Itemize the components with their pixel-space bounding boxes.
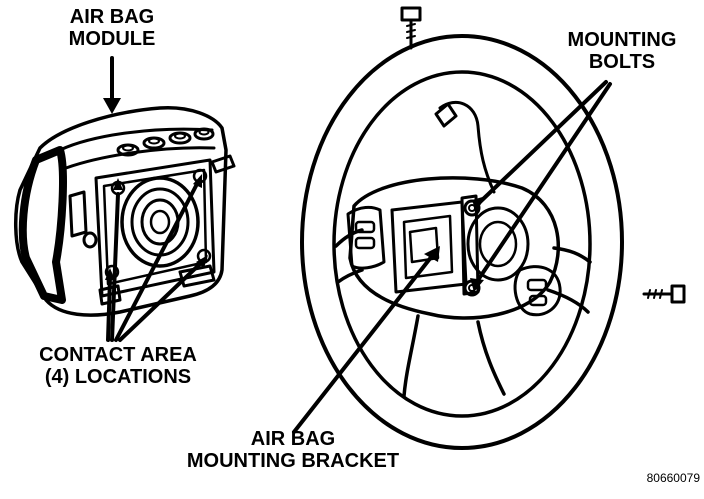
airbag-module-label-line1: AIR BAG <box>69 6 155 28</box>
airbag-mounting-bracket-label: AIR BAG MOUNTING BRACKET <box>168 428 418 473</box>
side-bolt-illustration <box>642 284 686 304</box>
airbag-mounting-bracket-label-line2: MOUNTING BRACKET <box>186 450 400 473</box>
contact-area-label: CONTACT AREA (4) LOCATIONS <box>18 344 218 389</box>
contact-area-label-line1: CONTACT AREA <box>39 344 197 366</box>
mounting-bolts-label-line1: MOUNTING <box>567 29 677 51</box>
airbag-module-label: AIR BAG MODULE <box>52 6 172 51</box>
mounting-bolts-leaders <box>470 80 612 292</box>
bracket-leader <box>292 246 440 434</box>
module-callout-arrow <box>103 56 121 114</box>
airbag-mounting-bracket-label-line1: AIR BAG <box>250 428 336 450</box>
contact-area-label-line2: (4) LOCATIONS <box>44 366 192 389</box>
top-bolt-illustration <box>400 6 422 50</box>
figure-code: 80660079 <box>646 471 700 485</box>
steering-wheel-illustration <box>300 34 624 450</box>
airbag-module-label-line2: MODULE <box>68 28 156 51</box>
contact-area-leaders <box>105 174 208 342</box>
mounting-bolts-label: MOUNTING BOLTS <box>548 29 696 74</box>
airbag-module-illustration <box>13 106 236 317</box>
mounting-bolts-label-line2: BOLTS <box>588 51 656 74</box>
